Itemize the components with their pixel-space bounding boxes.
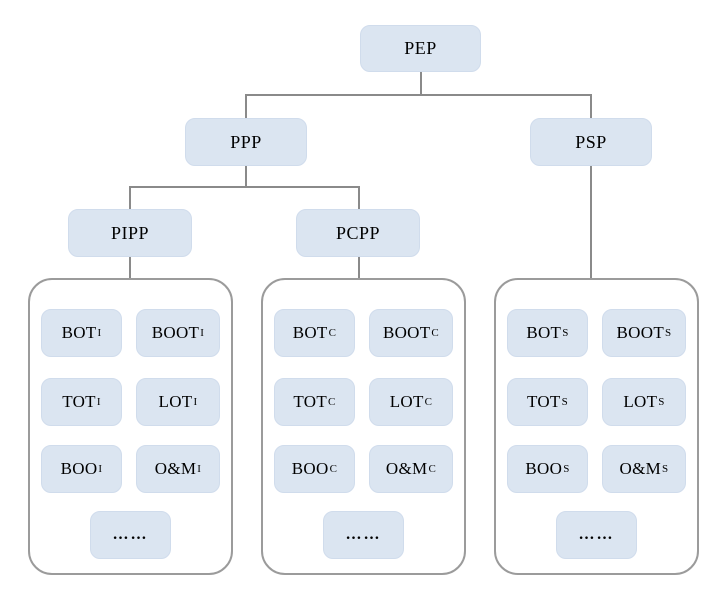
leaf-label: O&M [154,459,197,478]
leaf-label: TOT [62,392,96,411]
leaf-label: BOO [525,459,563,478]
leaf-box-ellipsis: …… [556,511,637,559]
node-pcpp: PCPP [296,209,420,257]
node-ppp: PPP [185,118,307,166]
connector-pipp-up [129,186,131,210]
leaf-box-ellipsis: …… [323,511,404,559]
leaf-label: LOT [623,392,658,411]
leaf-box-ellipsis: …… [90,511,171,559]
node-pipp: PIPP [68,209,192,257]
leaf-label: LOT [389,392,424,411]
connector-level3-horizontal [129,186,360,188]
connector-pcpp-to-group [358,256,360,279]
leaf-label: O&M [619,459,662,478]
connector-level2-horizontal [245,94,592,96]
leaf-label: BOO [60,459,98,478]
leaf-label: BOOT [382,323,431,342]
leaf-label: BOT [292,323,328,342]
leaf-label: TOT [293,392,327,411]
connector-pep-down [420,71,422,96]
node-psp: PSP [530,118,652,166]
leaf-label: O&M [385,459,428,478]
connector-psp-up [590,94,592,119]
leaf-label: BOOT [151,323,200,342]
connector-ppp-up [245,94,247,119]
leaf-label: BOT [61,323,97,342]
leaf-label: BOOT [616,323,665,342]
node-pep: PEP [360,25,481,72]
leaf-label: LOT [158,392,193,411]
leaf-label: BOO [291,459,329,478]
leaf-label: TOT [526,392,561,411]
connector-ppp-down [245,165,247,188]
connector-psp-to-group [590,165,592,279]
leaf-label: BOT [526,323,562,342]
connector-pcpp-up [358,186,360,210]
connector-pipp-to-group [129,256,131,279]
